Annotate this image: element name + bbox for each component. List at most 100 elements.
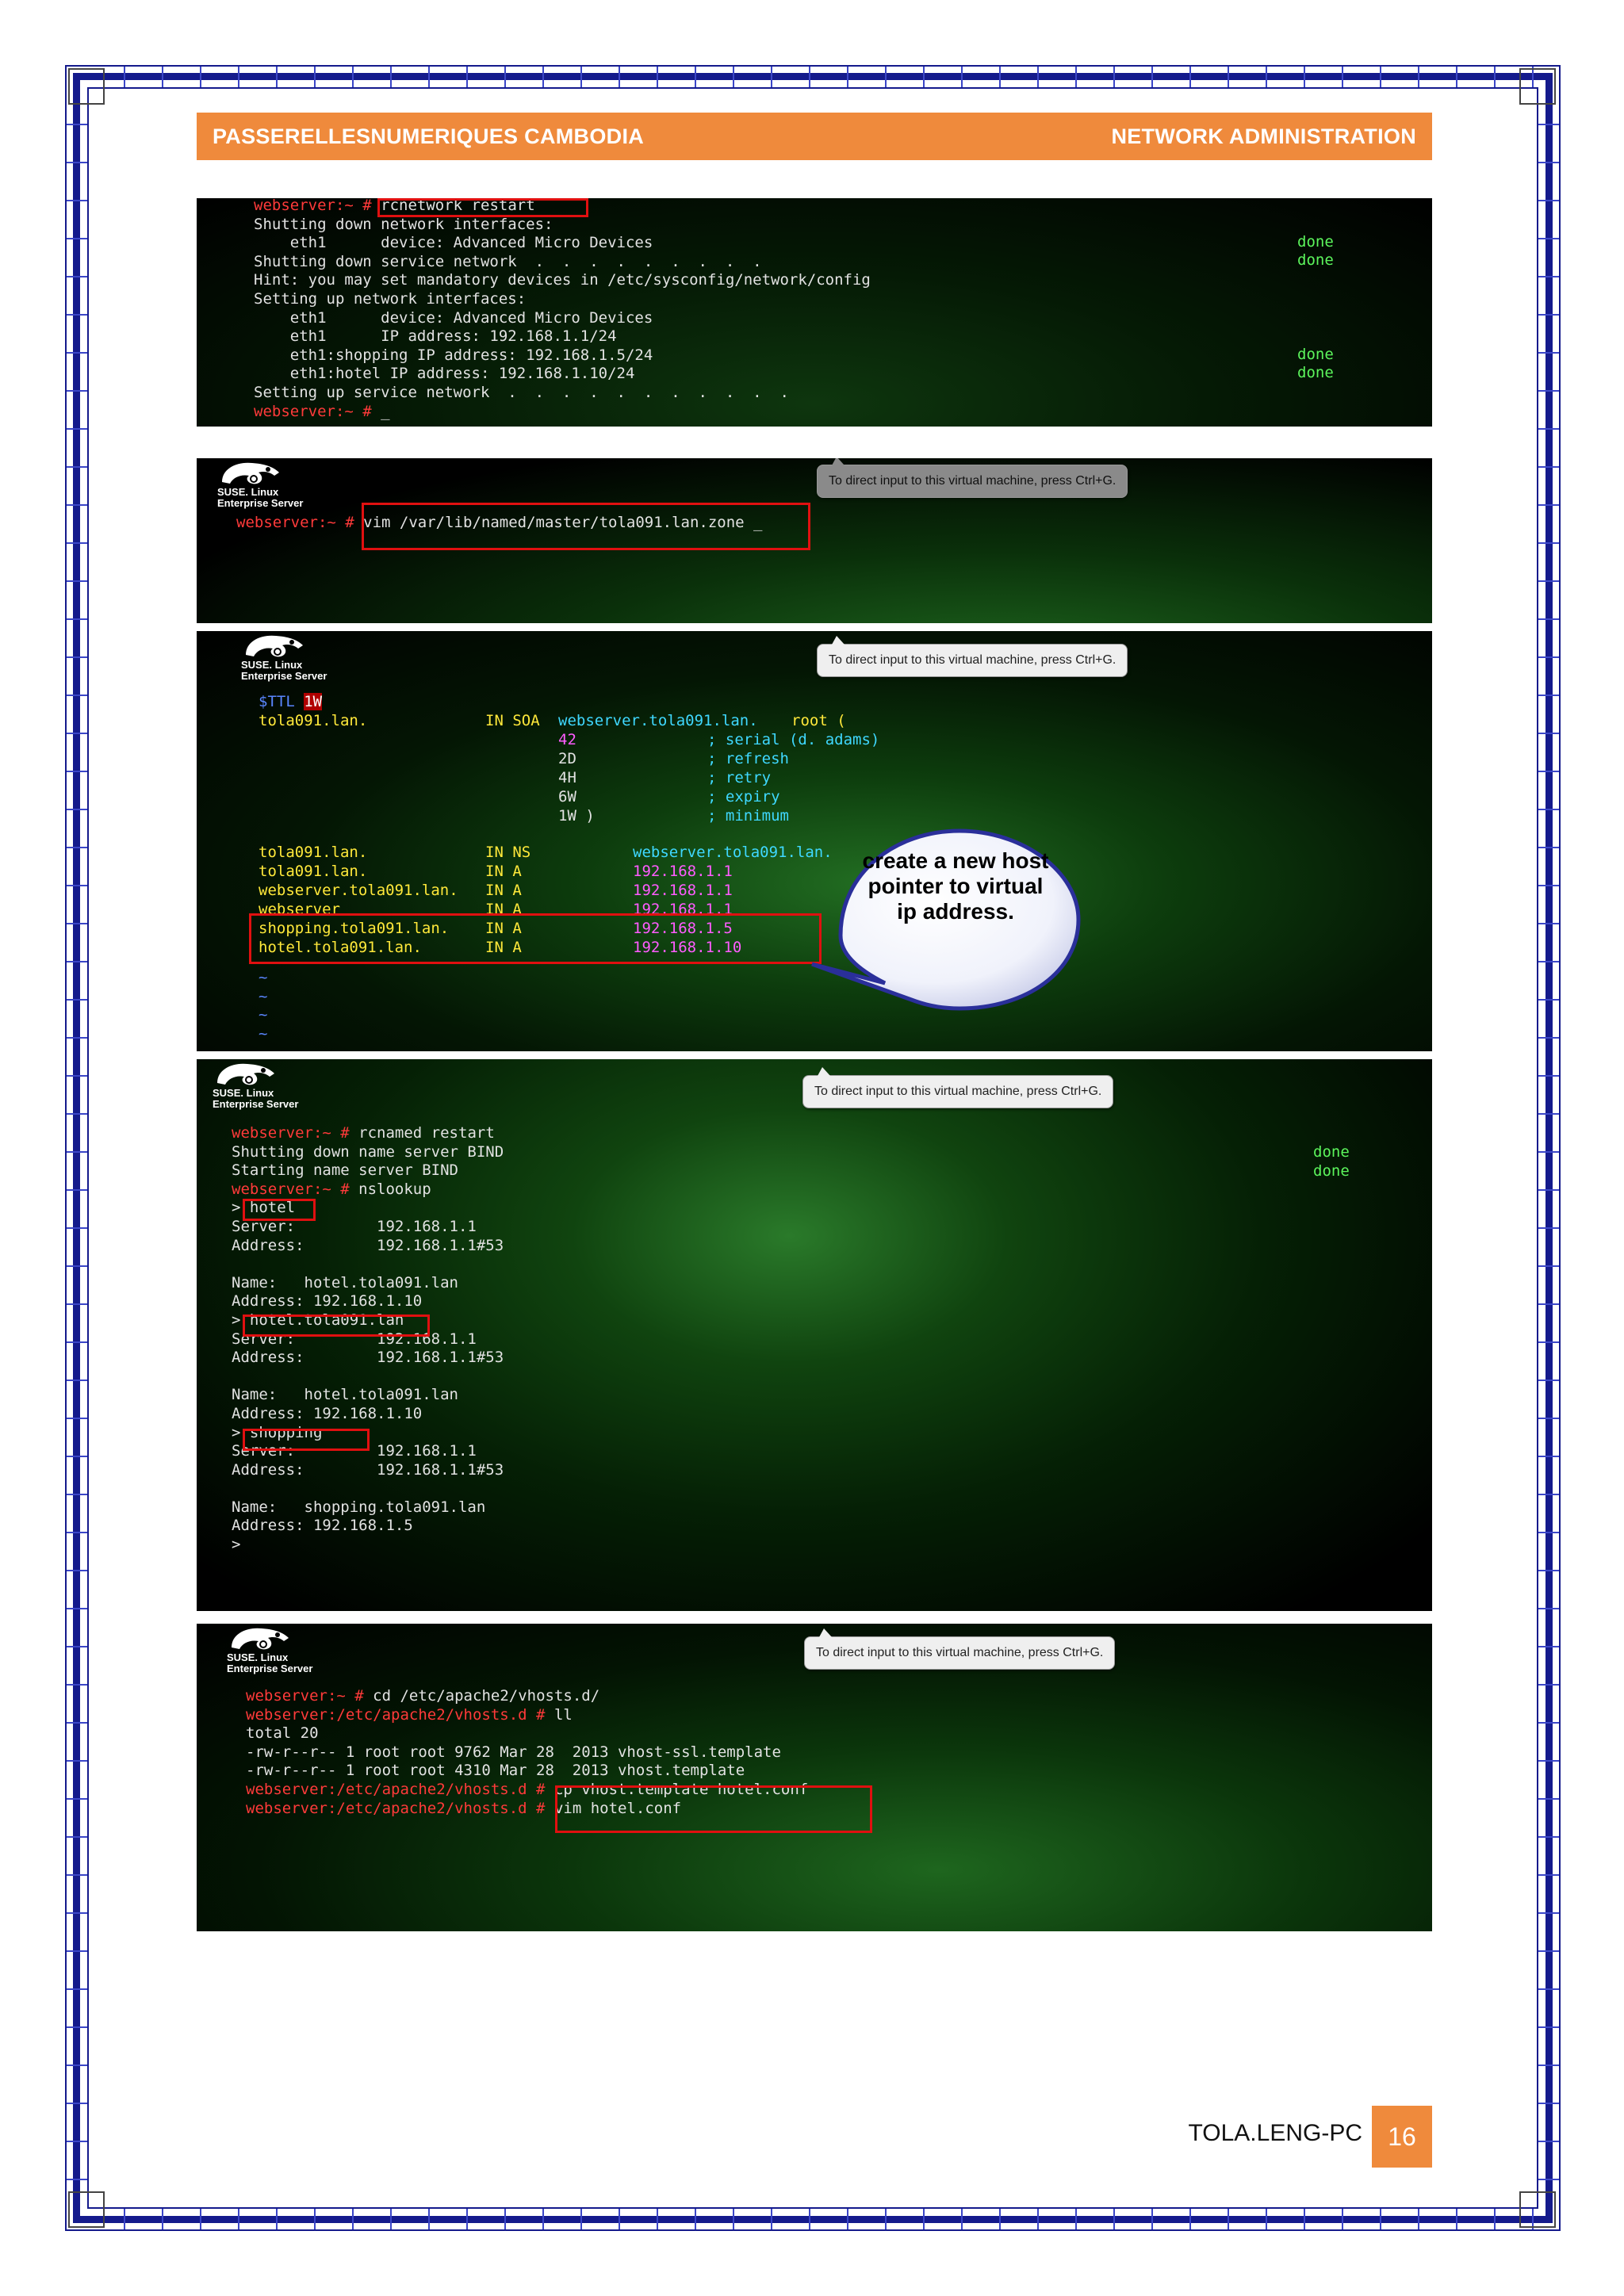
record-value: 192.168.1.1: [633, 863, 733, 880]
record-type: IN A: [485, 920, 522, 937]
status-done: done: [1297, 346, 1334, 363]
soa-field-value: 2D: [558, 750, 576, 767]
header-organization: PASSERELLESNUMERIQUES CAMBODIA: [213, 124, 645, 148]
address-value: 192.168.1.1#53: [377, 1460, 504, 1479]
address-label: Address:: [232, 1236, 304, 1254]
command-text: cp vhost.template hotel.conf: [553, 1780, 809, 1798]
tooltip-text: To direct input to this virtual machine,…: [814, 1085, 1102, 1098]
record-name: hotel.tola091.lan.: [259, 939, 422, 956]
vim-empty-lines: ~ ~ ~ ~: [259, 969, 268, 1043]
highlight-box: [555, 1785, 872, 1833]
command-text: cd /etc/apache2/vhosts.d/: [373, 1687, 600, 1705]
name-label: Name:: [232, 1273, 278, 1292]
suse-chameleon-icon: [217, 1063, 274, 1085]
output-line: Setting up network interfaces:: [254, 289, 527, 308]
soa-field-comment: ; retry: [707, 769, 772, 786]
screenshot-apache-vhosts: SUSE. Linux Enterprise Server To direct …: [197, 1624, 1432, 1931]
soa-field-comment: ; refresh: [707, 750, 789, 767]
query-text: hotel: [249, 1199, 296, 1217]
soa-contact: root (: [791, 712, 846, 729]
terminal-output: webserver:~ # rcnetwork restart Shutting…: [254, 198, 871, 421]
logo-line1: SUSE. Linux: [227, 1651, 289, 1663]
soa-field-value: 42: [558, 731, 576, 748]
status-done: done: [1313, 1162, 1350, 1180]
page-border-inner: [87, 87, 1538, 2209]
highlight-box: [243, 1429, 370, 1451]
vm-input-tooltip: To direct input to this virtual machine,…: [802, 1067, 1114, 1108]
corner-ornament-br: [1519, 2191, 1556, 2228]
soa-server: webserver.tola091.lan.: [558, 712, 758, 729]
address-label: Address:: [232, 1349, 304, 1367]
address-value: 192.168.1.1#53: [377, 1349, 504, 1367]
corner-ornament-tr: [1519, 68, 1556, 105]
shell-prompt: webserver:~ #: [246, 1687, 364, 1705]
record-value: 192.168.1.1: [633, 882, 733, 899]
address-label: Address:: [232, 1404, 304, 1422]
logo-line1: SUSE. Linux: [241, 659, 303, 671]
suse-logo: SUSE. Linux Enterprise Server: [241, 631, 352, 695]
soa-class: IN SOA: [485, 712, 540, 729]
command-text: vim /var/lib/named/master/tola091.lan.zo…: [363, 514, 763, 531]
name-value: hotel.tola091.lan: [304, 1273, 458, 1292]
callout-shape: [811, 828, 1081, 1011]
shell-prompt: webserver:~ #: [254, 198, 372, 214]
highlight-box: [362, 503, 810, 550]
record-type: IN A: [485, 863, 522, 880]
corner-ornament-tl: [68, 68, 105, 105]
shell-prompt: webserver:/etc/apache2/vhosts.d #: [246, 1705, 546, 1724]
footer-author: TOLA.LENG-PC: [1188, 2120, 1362, 2146]
screenshot-network-restart: webserver:~ # rcnetwork restart Shutting…: [197, 198, 1432, 427]
border-ticks-top: [87, 67, 1538, 87]
suse-logo: SUSE. Linux Enterprise Server: [213, 1059, 324, 1123]
command-text: nslookup: [358, 1180, 431, 1198]
record-type: IN A: [485, 882, 522, 899]
name-label: Name:: [232, 1498, 278, 1516]
border-ticks-left: [67, 87, 87, 2209]
shell-prompt: webserver:~ #: [254, 402, 372, 420]
output-line: eth1:shopping IP address: 192.168.1.5/24: [254, 346, 653, 364]
name-label: Name:: [232, 1386, 278, 1404]
tooltip-text: To direct input to this virtual machine,…: [816, 1646, 1104, 1659]
soa-field-comment: ; expiry: [707, 788, 780, 806]
address-label: Address:: [232, 1292, 304, 1311]
cursor: _: [381, 402, 390, 420]
screenshot-nslookup: SUSE. Linux Enterprise Server To direct …: [197, 1059, 1432, 1611]
soa-field-value: 6W: [558, 788, 576, 806]
output-line: total 20: [246, 1724, 319, 1743]
name-value: hotel.tola091.lan: [304, 1386, 458, 1404]
soa-field-comment: ; minimum: [707, 807, 789, 825]
record-type: IN NS: [485, 844, 531, 861]
header-course: NETWORK ADMINISTRATION: [1111, 124, 1416, 148]
highlight-box: [377, 198, 588, 217]
status-done: done: [1297, 233, 1334, 251]
ttl-label: $TTL: [259, 693, 295, 710]
soa-field-value: 1W ): [558, 807, 595, 825]
record-value: webserver.tola091.lan.: [633, 844, 833, 861]
address-label: Address:: [232, 1517, 304, 1535]
address-result: 192.168.1.10: [312, 1404, 423, 1422]
output-line: Shutting down network interfaces:: [254, 215, 553, 233]
server-label: Server:: [232, 1442, 296, 1460]
command-text: rcnetwork restart: [381, 198, 535, 214]
nslookup-prompt: >: [232, 1536, 241, 1554]
output-line: Shutting down name server BIND: [232, 1142, 504, 1161]
screenshot-zone-file: SUSE. Linux Enterprise Server To direct …: [197, 631, 1432, 1051]
record-value: 192.168.1.10: [633, 939, 742, 956]
record-name: shopping.tola091.lan.: [259, 920, 450, 937]
record-name: tola091.lan.: [259, 863, 368, 880]
shell-prompt: webserver:~ #: [232, 1180, 350, 1198]
logo-line1: SUSE. Linux: [217, 486, 279, 498]
address-result: 192.168.1.10: [312, 1292, 423, 1311]
logo-line2: Enterprise Server: [213, 1098, 299, 1110]
nslookup-prompt: >: [232, 1199, 241, 1217]
page-header: PASSERELLESNUMERIQUES CAMBODIA NETWORK A…: [197, 113, 1432, 160]
address-label: Address:: [232, 1460, 304, 1479]
highlight-box: [249, 913, 822, 964]
output-line: eth1 IP address: 192.168.1.1/24: [254, 327, 617, 346]
page-border-outer: [65, 65, 1561, 2231]
soa-name: tola091.lan.: [259, 712, 368, 729]
server-label: Server:: [232, 1217, 296, 1235]
address-value: 192.168.1.1#53: [377, 1236, 504, 1254]
shell-prompt: webserver:/etc/apache2/vhosts.d #: [246, 1780, 546, 1798]
logo-line1: SUSE. Linux: [213, 1087, 274, 1099]
